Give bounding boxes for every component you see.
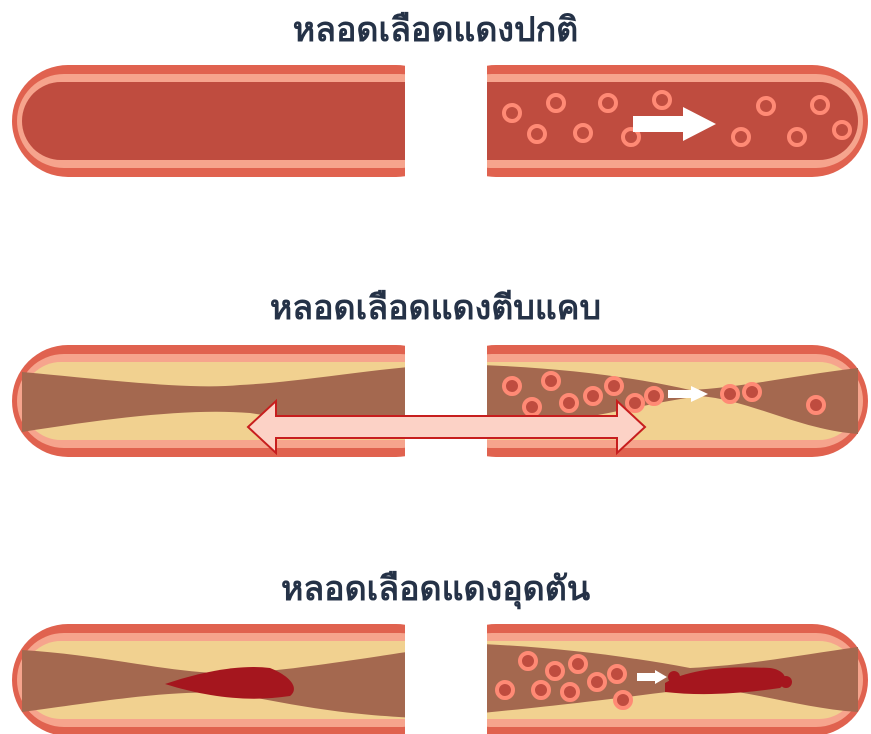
normal-artery-left-segment [12,65,452,177]
blocked-artery-left-segment [12,624,452,734]
narrowed-artery-left-segment [12,345,452,457]
narrowed-artery-right-segment [440,345,868,457]
